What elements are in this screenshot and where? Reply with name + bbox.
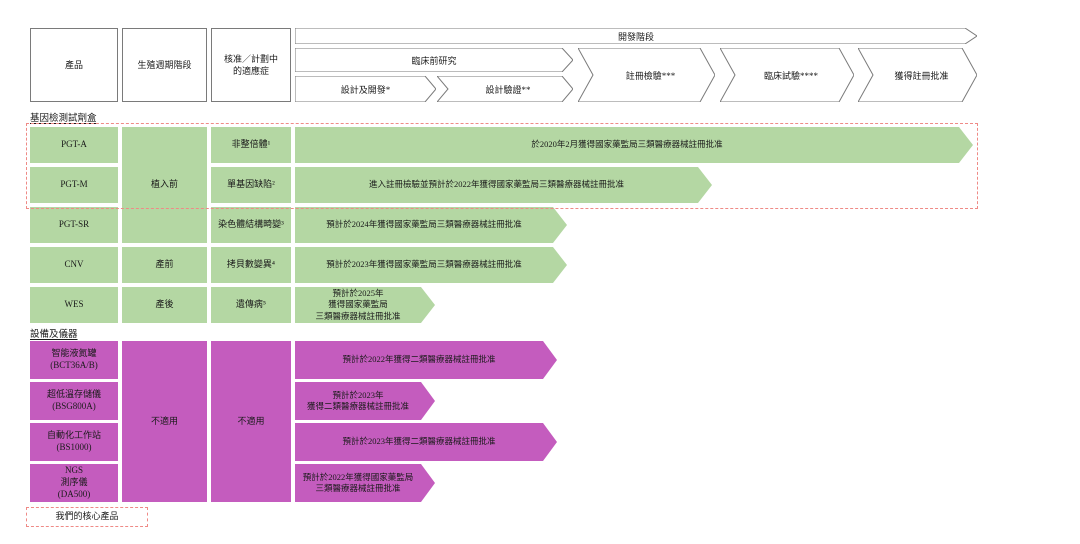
timeline-arrow-workstation: 預計於2023年獲得二類醫療器械註冊批准 (295, 423, 557, 461)
product-col-header: 產品 (30, 28, 118, 102)
timeline-arrow-pgt-m: 進入註冊檢驗並預計於2022年獲得國家藥監局三類醫療器械註冊批准 (295, 167, 712, 203)
preclinical-chevron (295, 48, 573, 72)
cycle-cell-prenatal: 產前 (122, 247, 207, 283)
section-label-gene-kits: 基因檢測試劑盒 (30, 114, 97, 124)
timeline-arrow-pgt-sr: 預計於2024年獲得國家藥監局三類醫療器械註冊批准 (295, 207, 567, 243)
indication-cell-wes: 遺傳病⁵ (211, 287, 291, 323)
timeline-arrow-cryo-storage: 預計於2023年 獲得二類醫療器械註冊批准 (295, 382, 435, 420)
registration-test-label: 註冊檢驗*** (625, 70, 676, 81)
product-cell-wes: WES (30, 287, 118, 323)
preclinical-label: 臨床前研究 (411, 55, 457, 66)
section-label-equipment: 設備及儀器 (30, 330, 78, 340)
clinical-trial-chevron (720, 48, 854, 102)
indication-cell-equipment-na: 不適用 (211, 341, 291, 502)
product-cell-cryo-storage: 超低溫存儲儀 (BSG800A) (30, 382, 118, 420)
timeline-arrow-cnv: 預計於2023年獲得國家藥監局三類醫療器械註冊批准 (295, 247, 567, 283)
clinical-trial-label: 臨床試驗**** (763, 70, 818, 81)
indication-cell-cnv: 拷貝數變異⁴ (211, 247, 291, 283)
core-products-legend: 我們的核心產品 (26, 507, 148, 527)
product-cell-workstation: 自動化工作站 (BS1000) (30, 423, 118, 461)
indication-cell-pgt-a: 非整倍體¹ (211, 127, 291, 163)
product-cell-pgt-m: PGT-M (30, 167, 118, 203)
timeline-arrow-wes: 預計於2025年 獲得國家藥監局 三類醫療器械註冊批准 (295, 287, 435, 323)
product-cell-ngs-sequencer: NGS 測序儀 (DA500) (30, 464, 118, 502)
product-cell-pgt-a: PGT-A (30, 127, 118, 163)
design-dev-label: 設計及開發* (340, 84, 391, 95)
design-verify-label: 設計驗證** (485, 84, 531, 95)
product-cell-pgt-sr: PGT-SR (30, 207, 118, 243)
cycle-cell-postnatal: 產後 (122, 287, 207, 323)
timeline-arrow-pgt-a: 於2020年2月獲得國家藥監局三類醫療器械註冊批准 (295, 127, 973, 163)
registration-approval-label: 獲得註冊批准 (894, 70, 949, 81)
timeline-arrow-nitrogen-tank: 預計於2022年獲得二類醫療器械註冊批准 (295, 341, 557, 379)
dev-stage-label: 開發階段 (617, 31, 654, 42)
product-cell-cnv: CNV (30, 247, 118, 283)
registration-approval-chevron (858, 48, 977, 102)
registration-test-chevron (578, 48, 715, 102)
cycle-cell-pre-implantation: 植入前 (122, 127, 207, 243)
cycle-cell-equipment-na: 不適用 (122, 341, 207, 502)
cycle-col-header: 生殖週期階段 (122, 28, 207, 102)
design-verify-chevron (437, 76, 573, 102)
product-cell-nitrogen-tank: 智能液氮罐 (BCT36A/B) (30, 341, 118, 379)
indication-cell-pgt-sr: 染色體結構畸變³ (211, 207, 291, 243)
indication-cell-pgt-m: 單基因缺陷² (211, 167, 291, 203)
indication-col-header: 核准／計劃中 的適應症 (211, 28, 291, 102)
timeline-arrow-ngs-sequencer: 預計於2022年獲得國家藥監局 三類醫療器械註冊批准 (295, 464, 435, 502)
dev-stage-arrow-shape (295, 28, 977, 44)
design-dev-chevron (295, 76, 436, 102)
